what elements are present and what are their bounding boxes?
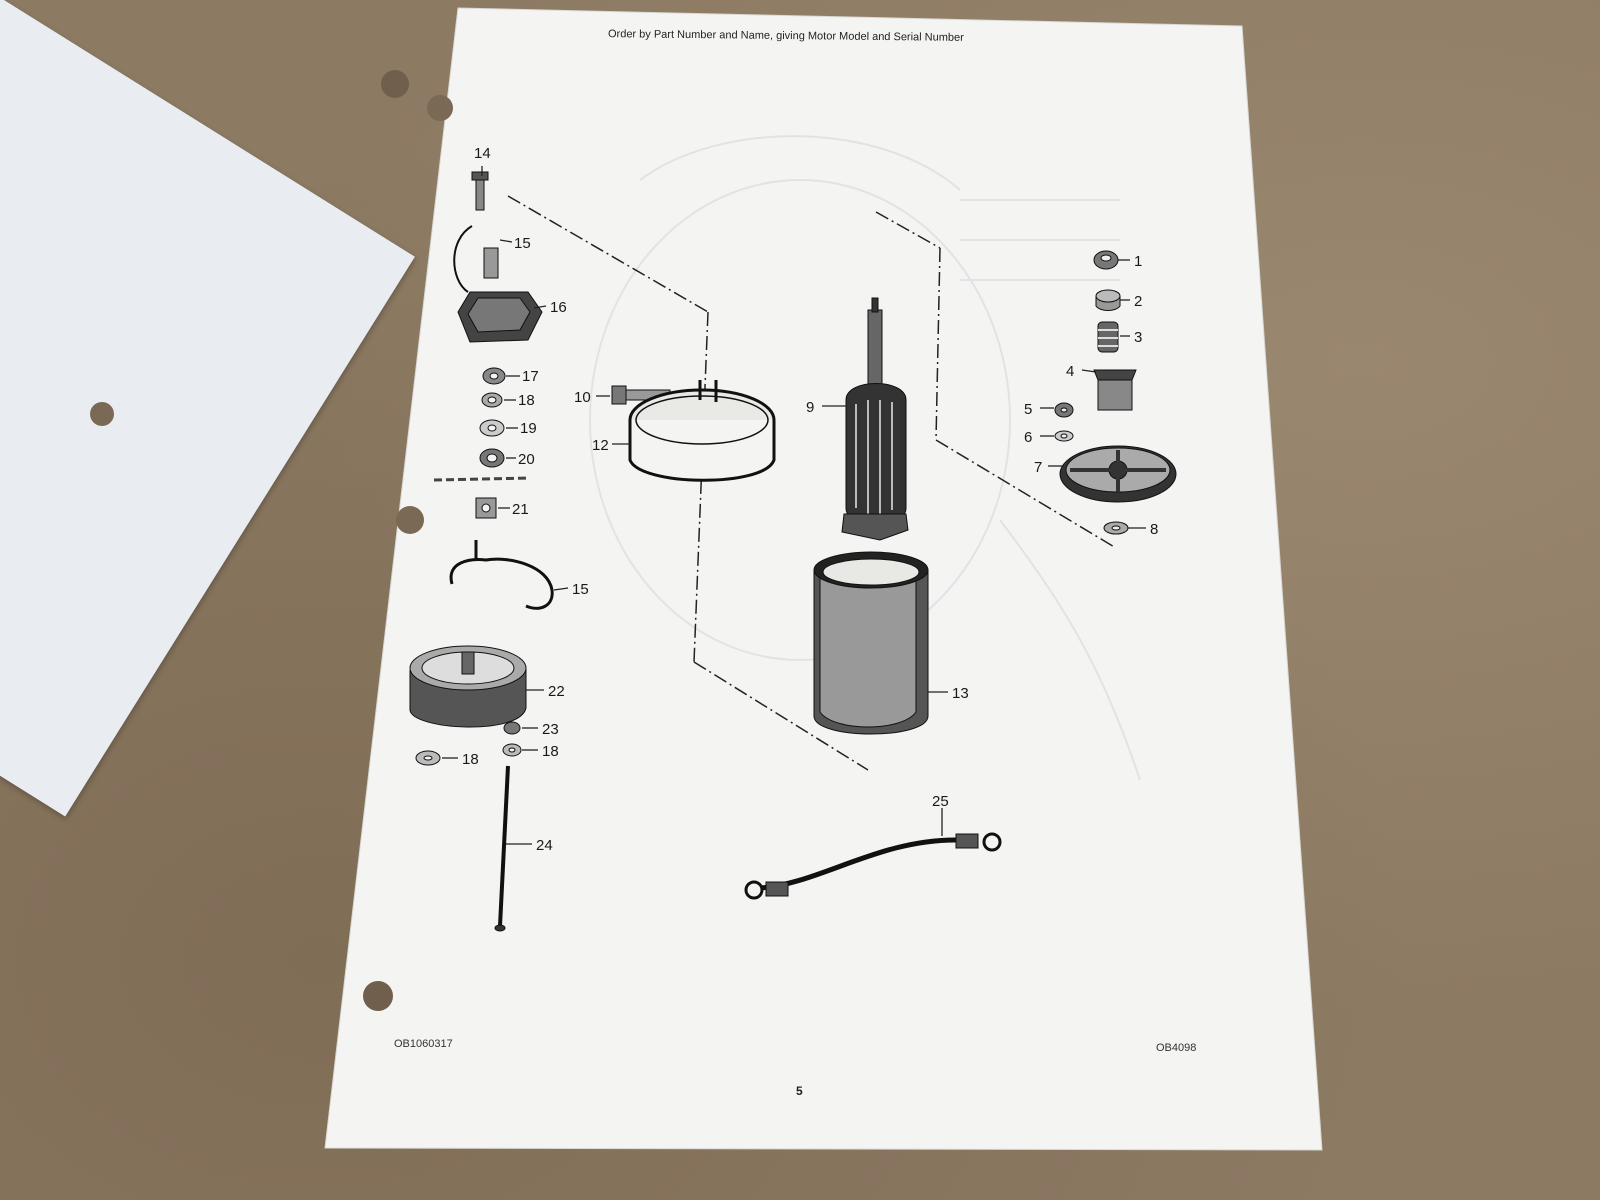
part-2-collar [1095, 289, 1121, 311]
part-18-washer [415, 750, 441, 766]
footer-code-left: OB1060317 [394, 1038, 453, 1050]
callout-4: 4 [1066, 363, 1074, 380]
callout-8: 8 [1150, 521, 1158, 538]
show-through-print [589, 135, 1141, 781]
callout-15-spring: 15 [572, 581, 589, 598]
binder-hole [90, 402, 114, 426]
callout-5: 5 [1024, 401, 1032, 418]
callout-17: 17 [522, 368, 539, 385]
part-6-washer [1054, 430, 1074, 442]
part-24-through-bolt [494, 765, 510, 932]
page-number: 5 [796, 1084, 803, 1098]
callout-3: 3 [1134, 329, 1142, 346]
part-18-washer [502, 743, 522, 757]
part-7-end-frame [1059, 445, 1177, 503]
callout-23: 23 [542, 721, 559, 738]
part-17-nut [482, 367, 506, 385]
part-9-armature [841, 297, 909, 541]
part-12-band [628, 380, 776, 482]
part-21-terminal [475, 497, 497, 519]
callout-18-c: 18 [462, 751, 479, 768]
callout-6: 6 [1024, 429, 1032, 446]
part-20-nut [479, 448, 505, 468]
callout-7: 7 [1034, 459, 1042, 476]
callout-22: 22 [548, 683, 565, 700]
part-19-washer [479, 419, 505, 437]
callout-24: 24 [536, 837, 553, 854]
binder-hole [363, 981, 393, 1011]
callout-18: 18 [518, 392, 535, 409]
callout-19: 19 [520, 420, 537, 437]
part-16-brush-holder [453, 225, 543, 343]
callout-15: 15 [514, 235, 531, 252]
callout-2: 2 [1134, 293, 1142, 310]
part-15-brush-spring [449, 540, 554, 610]
callout-18-b: 18 [542, 743, 559, 760]
callout-leaders [442, 166, 1146, 845]
binder-hole [427, 95, 453, 121]
callout-25: 25 [932, 793, 949, 810]
footer-code-right: OB4098 [1156, 1042, 1197, 1054]
callout-1: 1 [1134, 253, 1142, 270]
part-5-nut [1054, 402, 1074, 418]
part-3-spring [1097, 321, 1119, 353]
callout-20: 20 [518, 451, 535, 468]
callout-12: 12 [592, 437, 609, 454]
part-22-end-cap [409, 645, 527, 728]
part-25-cable [744, 832, 1002, 900]
separator-dash [433, 476, 531, 482]
part-23-nut [503, 721, 521, 735]
callout-16: 16 [550, 299, 567, 316]
callout-13: 13 [952, 685, 969, 702]
callout-10: 10 [574, 389, 591, 406]
part-14-screw [471, 171, 489, 211]
part-18-washer [481, 392, 503, 408]
callout-9: 9 [806, 399, 814, 416]
part-4-drive-pinion [1093, 369, 1137, 411]
callout-14: 14 [474, 145, 491, 162]
part-8-washer [1103, 521, 1129, 535]
binder-hole [381, 70, 409, 98]
callout-labels: 14 15 16 17 18 19 20 21 15 22 23 18 18 2… [462, 145, 1158, 854]
binder-hole [396, 506, 424, 534]
assembly-lines [507, 195, 1117, 771]
part-13-field-frame [813, 551, 929, 735]
part-1-nut [1093, 250, 1119, 270]
callout-21: 21 [512, 501, 529, 518]
